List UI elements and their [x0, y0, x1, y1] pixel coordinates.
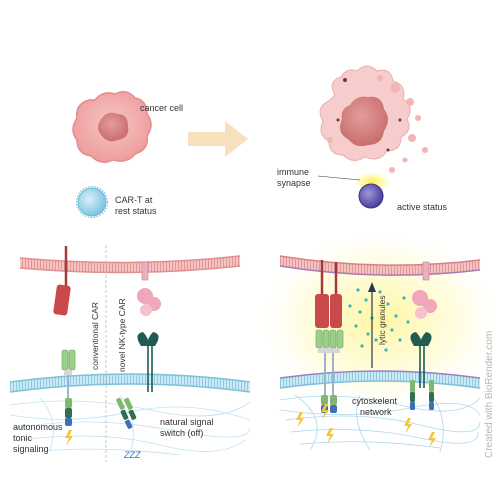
- cancer-cell-label: cancer cell: [140, 103, 183, 113]
- nk-receptor-left: [137, 332, 159, 392]
- conventional-car-receptor: [61, 349, 76, 426]
- ligand-left: [137, 261, 161, 316]
- natural-signal-label-1: natural signal: [160, 417, 214, 427]
- tcell-membrane-right: [279, 370, 481, 389]
- signal-bolts-right: [296, 404, 436, 448]
- ligand-right: [412, 261, 437, 319]
- autonomous-label-2: tonic: [13, 433, 33, 443]
- tcell-rest: [76, 186, 108, 218]
- immune-label-2: synapse: [277, 178, 311, 188]
- active-status-label: active status: [397, 202, 448, 212]
- cancer-membrane-left: [19, 255, 241, 274]
- synapse-pointer: [317, 175, 361, 181]
- cancer-cell-active: [319, 65, 428, 173]
- transition-arrow: [188, 121, 248, 157]
- lytic-granules-label: lytic granules: [377, 295, 387, 345]
- autonomous-label-3: signaling: [13, 444, 49, 454]
- cancer-cell-rest: [72, 91, 152, 163]
- tcell-membrane-left: [9, 373, 251, 393]
- conventional-car-active: [315, 260, 344, 413]
- tcell-active: [358, 183, 384, 209]
- cart-rest-label-1: CAR-T at: [115, 195, 153, 205]
- lytic-granules: [348, 288, 410, 352]
- sleep-indicator: ZZZ: [123, 450, 141, 460]
- dap12-left: [116, 397, 137, 429]
- natural-signal-label-2: switch (off): [160, 428, 203, 438]
- conventional-car-label: conventional CAR: [90, 302, 100, 370]
- novel-car-label: novel NK-type CAR: [117, 298, 127, 372]
- antigen-left: [53, 246, 71, 316]
- signal-bolt-left: [65, 430, 73, 446]
- cytoskeleton-label-1: cytoskelent: [352, 396, 398, 406]
- granule-arrow: [368, 282, 376, 368]
- immune-label-1: immune: [277, 167, 309, 177]
- cytoskeleton-label-2: network: [360, 407, 392, 417]
- biorender-credit: Created with BioRender.com: [484, 331, 495, 458]
- cancer-membrane-right: [279, 255, 481, 276]
- nk-receptor-right: [410, 332, 434, 410]
- cart-rest-label-2: rest status: [115, 206, 157, 216]
- autonomous-label-1: autonomous: [13, 422, 63, 432]
